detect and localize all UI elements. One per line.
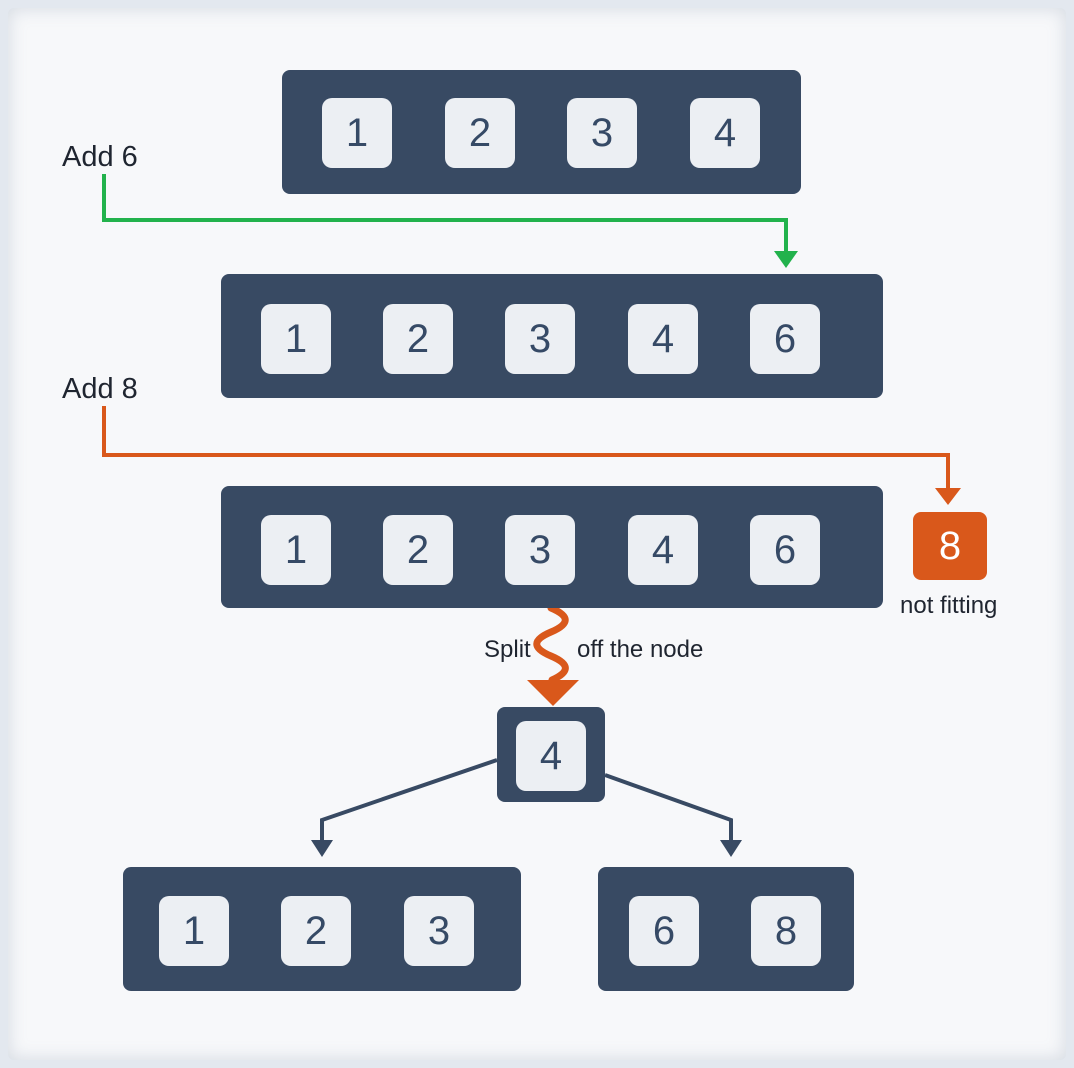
right-child-arrow-head <box>720 840 742 857</box>
key: 1 <box>261 304 331 374</box>
key: 3 <box>567 98 637 168</box>
add-8-arrow-line <box>102 406 950 490</box>
add-8-arrow-head <box>935 488 961 505</box>
key: 8 <box>751 896 821 966</box>
key: 6 <box>750 304 820 374</box>
key: 3 <box>404 896 474 966</box>
root-key: 4 <box>516 721 586 791</box>
node-after-add-6: 1 2 3 4 6 <box>221 274 883 398</box>
left-child-node: 1 2 3 <box>123 867 521 991</box>
split-arrow-squiggle <box>533 604 569 684</box>
key: 4 <box>690 98 760 168</box>
key: 3 <box>505 304 575 374</box>
key: 1 <box>322 98 392 168</box>
right-child-arrow <box>604 773 733 842</box>
key: 4 <box>628 515 698 585</box>
overflow-key: 8 <box>913 512 987 580</box>
key: 3 <box>505 515 575 585</box>
key: 6 <box>629 896 699 966</box>
key: 2 <box>281 896 351 966</box>
left-child-arrow-head <box>311 840 333 857</box>
key: 4 <box>628 304 698 374</box>
off-the-node-label: off the node <box>577 636 704 663</box>
add-6-arrow-line <box>102 174 788 253</box>
root-node: 4 <box>497 707 605 802</box>
split-arrow-head <box>527 680 579 706</box>
split-label: Split <box>484 636 531 663</box>
add-6-arrow-head <box>774 251 798 268</box>
not-fitting-label: not fitting <box>900 592 998 619</box>
key: 1 <box>159 896 229 966</box>
left-child-arrow <box>320 758 498 842</box>
add-8-label: Add 8 <box>62 373 138 405</box>
key: 1 <box>261 515 331 585</box>
right-child-node: 6 8 <box>598 867 854 991</box>
key: 6 <box>750 515 820 585</box>
key: 2 <box>383 515 453 585</box>
full-node: 1 2 3 4 6 <box>221 486 883 608</box>
key: 2 <box>383 304 453 374</box>
key: 2 <box>445 98 515 168</box>
initial-node: 1 2 3 4 <box>282 70 801 194</box>
add-6-label: Add 6 <box>62 141 138 173</box>
